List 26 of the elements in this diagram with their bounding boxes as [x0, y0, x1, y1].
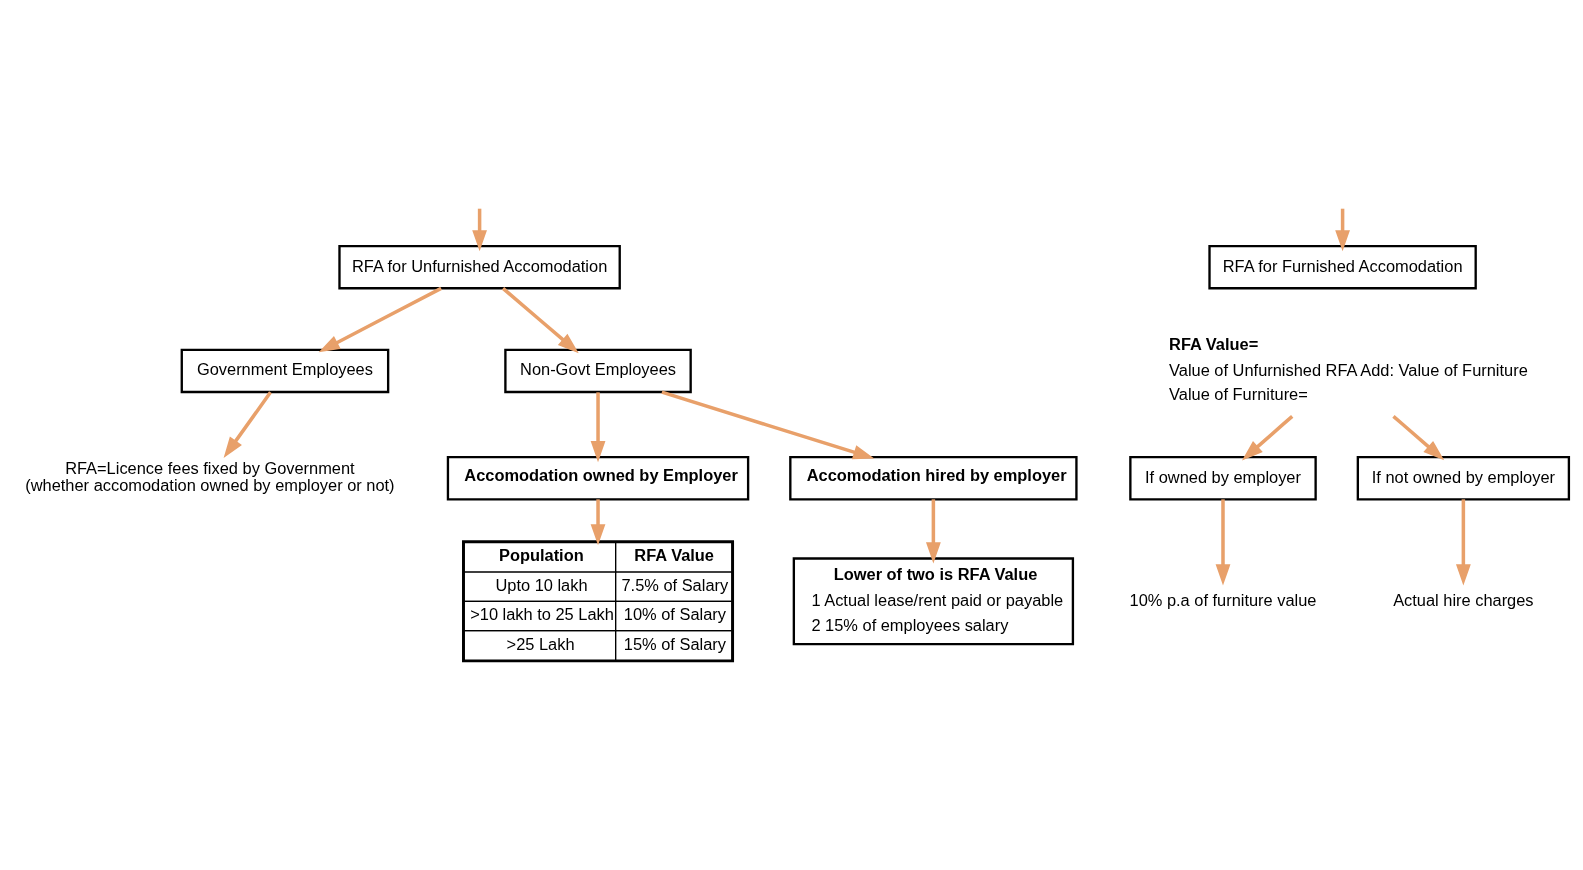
- arrow: [661, 390, 875, 460]
- arrow: [472, 208, 487, 252]
- node-box: Accomodation hired by employer: [789, 455, 1078, 501]
- node-text: Actual hire charges: [1393, 590, 1534, 609]
- arrow: [1392, 414, 1445, 461]
- node-box: RFA for Furnished Accomodation: [1208, 244, 1477, 290]
- arrow: [590, 499, 606, 546]
- node-box: If owned by employer: [1129, 455, 1317, 501]
- arrow: [223, 391, 272, 458]
- arrow: [590, 392, 606, 463]
- node-text: RFA Value= Value of Unfurnished RFA Add: Value of Furniture Value of Furniture=: [1169, 335, 1528, 404]
- arrow: [318, 286, 442, 353]
- node-box: RFA for Unfurnished Accomodation: [338, 244, 621, 290]
- node-box: Lower of two is RFA Value 1 Actual lease/rent paid or payable 2 15% of employees salary: [792, 557, 1075, 646]
- node-box: Government Employees: [180, 348, 390, 394]
- node-box: Accomodation owned by Employer: [446, 455, 750, 501]
- node-text: 10% p.a of furniture value: [1129, 590, 1317, 609]
- arrow: [925, 499, 941, 564]
- arrow: [501, 287, 579, 354]
- arrow: [1241, 415, 1294, 461]
- arrow: [1215, 499, 1231, 586]
- node-box: Non-Govt Employees: [504, 348, 692, 394]
- arrow: [1455, 499, 1471, 586]
- node-box: If not owned by employer: [1356, 455, 1571, 501]
- arrow: [1335, 208, 1350, 252]
- node-text: RFA=Licence fees fixed by Government (whether accomodation owned by employer or not): [25, 458, 395, 495]
